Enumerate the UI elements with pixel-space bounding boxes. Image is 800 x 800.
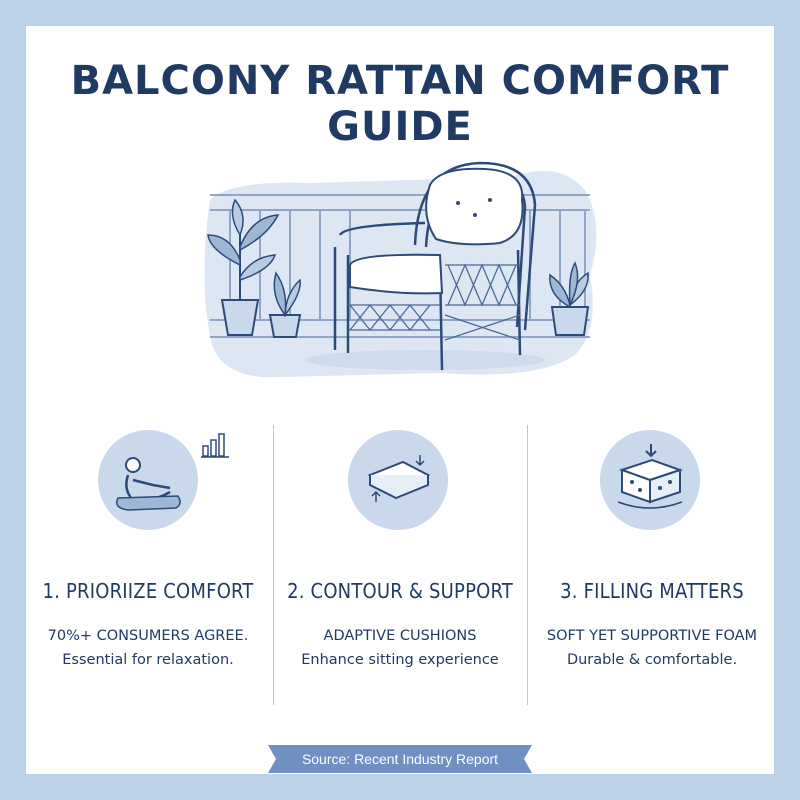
column-title: 1. PRIORIIZE COMFORT <box>42 579 254 603</box>
infographic-card <box>26 26 774 774</box>
column-stat: SOFT YET SUPPORTIVE FOAM <box>546 628 758 644</box>
bar-chart-icon <box>200 430 230 464</box>
column-description: Essential for relaxation. <box>62 652 234 668</box>
column-stat: ADAPTIVE CUSHIONS <box>323 628 477 644</box>
foam-block-icon <box>600 430 700 530</box>
column-divider <box>273 425 274 705</box>
potted-plant-icon <box>207 198 280 336</box>
column-title: 2. CONTOUR & SUPPORT <box>287 579 513 603</box>
ribbon-left-notch <box>268 745 280 773</box>
column-stat: 70%+ CONSUMERS AGREE. <box>47 628 249 644</box>
cushion-icon <box>348 430 448 530</box>
page-title: BALCONY RATTAN COMFORT GUIDE <box>70 58 730 150</box>
source-badge: Source: Recent Industry Report <box>278 745 522 773</box>
relaxing-person-icon <box>98 430 198 530</box>
rattan-chair-illustration <box>204 161 597 378</box>
column-divider <box>527 425 528 705</box>
ribbon-right-notch <box>520 745 532 773</box>
column-title: 3. FILLING MATTERS <box>560 579 744 603</box>
column-description: Durable & comfortable. <box>566 652 738 668</box>
column-description: Enhance sitting experience <box>301 652 499 668</box>
